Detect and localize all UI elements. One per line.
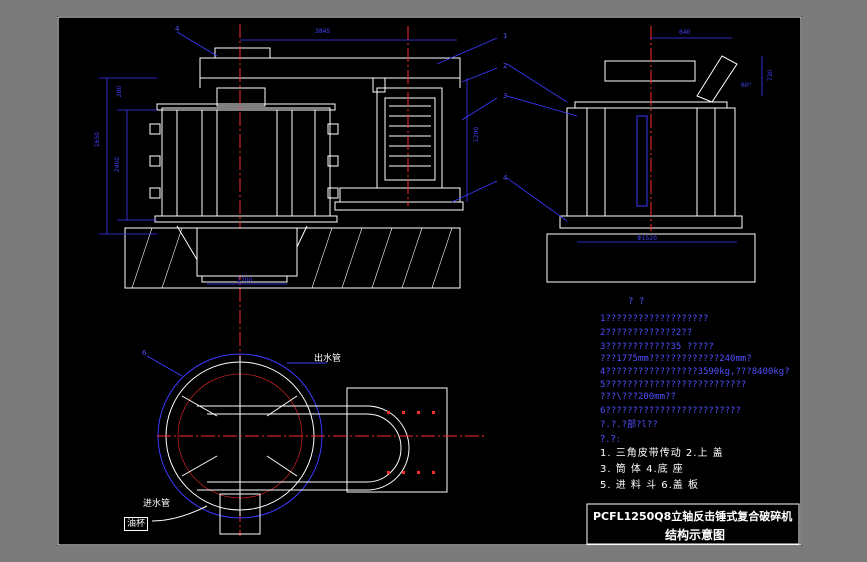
- callout-front-4b: 4: [503, 174, 508, 182]
- callout-front-2: 2: [503, 62, 508, 70]
- callout-plan-6: 6: [142, 349, 147, 357]
- label-oil-cup: 油杯: [124, 517, 149, 531]
- callout-front-4: 4: [175, 25, 180, 33]
- legend-header: ?.?.?部?l??: [600, 420, 658, 430]
- dim-angle: 60°: [741, 82, 752, 89]
- dim-base-width: 1700: [237, 277, 253, 284]
- note-line-2: 2?????????????2??: [600, 328, 693, 338]
- label-inlet-pipe: 进水管: [143, 499, 171, 509]
- cad-drawing: [57, 16, 802, 546]
- plan-view: [146, 353, 487, 535]
- legend-row-3: 5. 进 料 斗 6.盖 板: [600, 480, 699, 491]
- dim-side-top: 640: [679, 29, 691, 36]
- dim-side-base: Φ1520: [637, 235, 657, 242]
- callout-front-3: 3: [503, 92, 508, 100]
- front-view: [149, 24, 464, 536]
- legend-title: ?.?:: [600, 434, 622, 445]
- note-line-3: 3????????????35 ?????: [600, 342, 714, 352]
- note-line-1: 1???????????????????: [600, 314, 709, 324]
- title-block: [586, 503, 800, 545]
- dim-left-h3: 280: [116, 85, 124, 98]
- note-line-8: 6?????????????????????????: [600, 406, 741, 416]
- note-line-4: ???1775mm?????????????240mm?: [600, 354, 752, 364]
- dim-top-width: 3845: [315, 28, 331, 35]
- title-line-1: PCFL1250Q8立轴反击锤式复合破碎机: [593, 510, 793, 523]
- side-view: [559, 26, 743, 231]
- side-foundation: [546, 233, 756, 283]
- note-line-5: 4?????????????????3590kg,???8400kg?: [600, 367, 790, 377]
- side-dimensions: [506, 37, 763, 243]
- label-outlet-pipe: 出水管: [314, 354, 342, 364]
- callout-front-1: 1: [503, 32, 508, 40]
- note-line-7: ???\???200mm??: [600, 392, 676, 402]
- dim-side-right: 730: [767, 69, 775, 82]
- notes-header: ? ?: [628, 297, 645, 307]
- red-markers: [387, 411, 435, 474]
- legend-row-1: 1. 三角皮带传动 2.上 盖: [600, 448, 724, 459]
- dim-left-h2: 2400: [114, 156, 122, 173]
- sheet-border: [57, 16, 802, 546]
- front-dimensions: [99, 31, 498, 285]
- front-foundation: [124, 227, 461, 289]
- title-line-2: 结构示意图: [665, 528, 726, 542]
- dim-left-h1: 1650: [94, 131, 102, 148]
- dim-right-h: 1290: [473, 126, 481, 143]
- drawing-sheet: 3845 1650 2400 280 1290 1700 640 730 Φ15…: [57, 16, 802, 546]
- legend-row-2: 3. 筒 体 4.底 座: [600, 464, 684, 475]
- note-line-6: 5??????????????????????????: [600, 380, 747, 390]
